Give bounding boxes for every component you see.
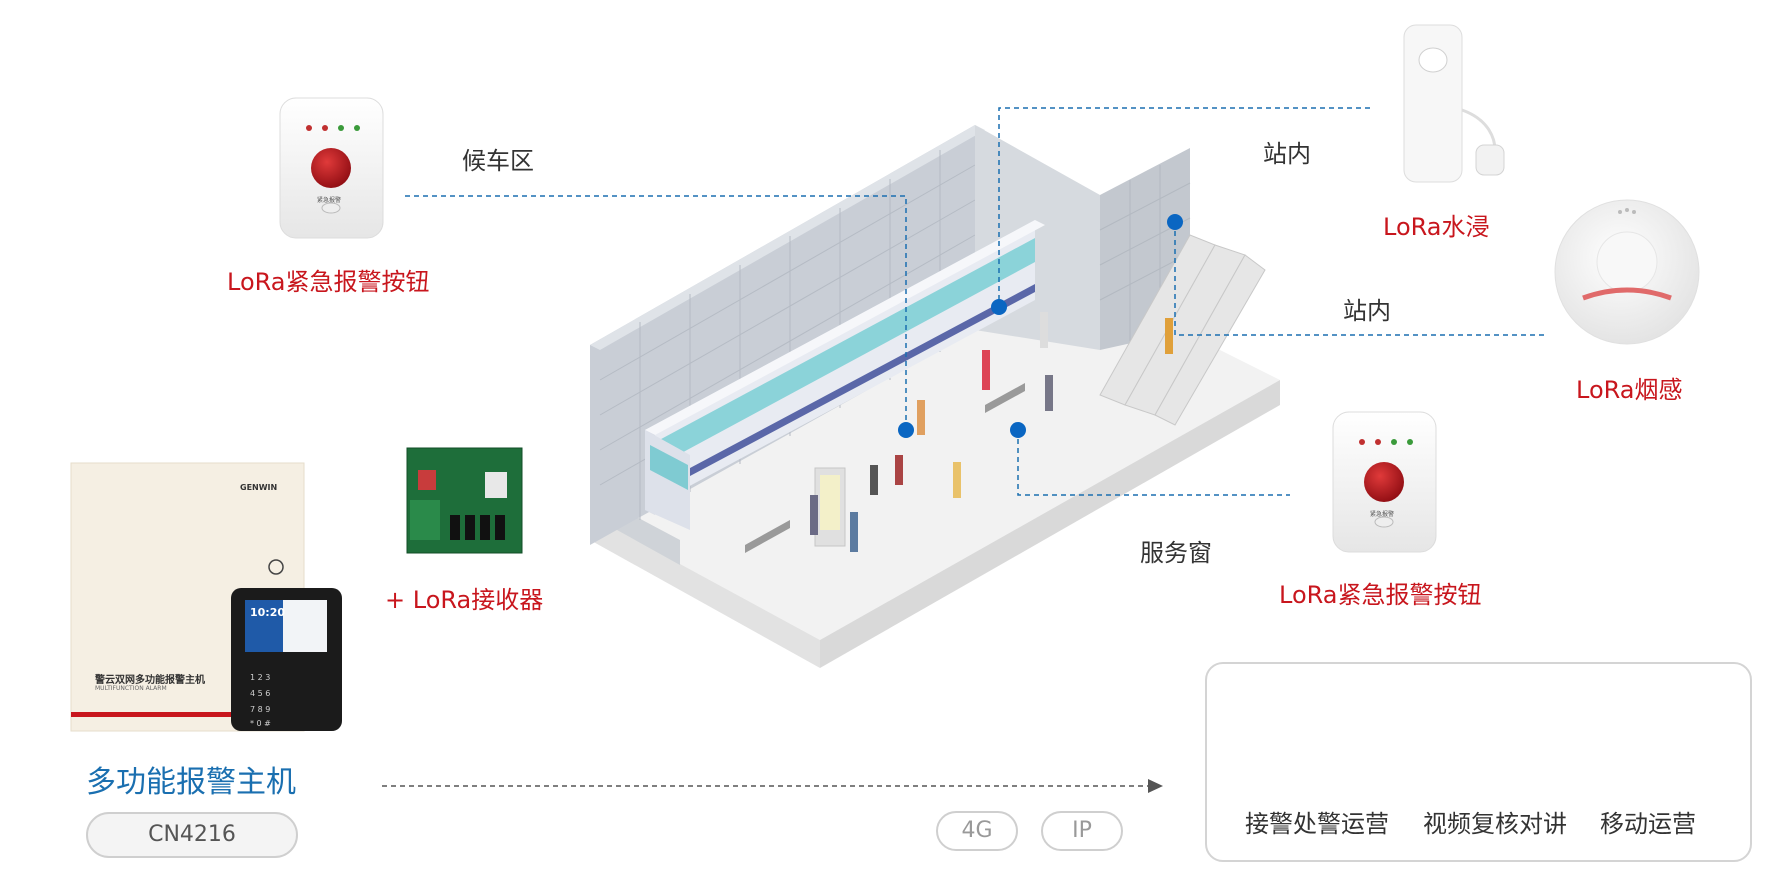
tag-ip: IP: [1041, 811, 1123, 851]
label-lora-smoke: LoRa烟感: [1576, 376, 1683, 404]
model-badge: CN4216: [86, 812, 298, 858]
host-brand: GENWIN: [240, 483, 278, 492]
label-lora-water: LoRa水浸: [1383, 213, 1490, 241]
lora-button-device-top: [279, 97, 384, 239]
label-in-station-2: 站内: [1343, 297, 1391, 325]
tag-4g: 4G: [936, 811, 1018, 851]
label-in-station-1: 站内: [1263, 140, 1311, 168]
uplink-arrow-icon: [1148, 779, 1163, 793]
platform-label-video: 视频复核对讲: [1423, 810, 1567, 838]
host-subtitle: MULTIFUNCTION ALARM: [95, 685, 167, 692]
label-waiting-area: 候车区: [462, 147, 534, 175]
host-title: 警云双网多功能报警主机: [95, 675, 205, 686]
water-leak-sensor: [1403, 24, 1505, 183]
button-top-caption: 紧急报警: [317, 197, 342, 204]
label-service-window: 服务窗: [1140, 539, 1212, 567]
svg-text:4 5 6: 4 5 6: [250, 689, 270, 698]
svg-text:7 8 9: 7 8 9: [250, 705, 270, 714]
platform-label-police: 接警处警运营: [1245, 810, 1389, 838]
smoke-detector: [1554, 199, 1700, 345]
button-right-caption: 紧急报警: [1370, 511, 1395, 518]
lora-button-device-right: [1332, 411, 1437, 553]
alarm-host-device: 1 2 3 4 5 6 7 8 9 * 0 #: [70, 462, 342, 732]
label-lora-button-right: LoRa紧急报警按钮: [1279, 581, 1482, 609]
connector-lines: [405, 107, 1545, 496]
platform-label-mobile: 移动运营: [1600, 810, 1696, 838]
lora-receiver-board: [406, 447, 523, 554]
svg-text:* 0 #: * 0 #: [250, 719, 271, 728]
platform-panel: [1205, 662, 1752, 862]
label-lora-receiver: + LoRa接收器: [385, 586, 544, 614]
label-lora-button-top: LoRa紧急报警按钮: [227, 268, 430, 296]
station-scene: [590, 125, 1280, 668]
svg-text:1 2 3: 1 2 3: [250, 673, 270, 682]
label-alarm-host: 多功能报警主机: [86, 765, 296, 800]
sensor-dots: [898, 214, 1183, 438]
keypad-clock: 10:20: [250, 606, 286, 619]
